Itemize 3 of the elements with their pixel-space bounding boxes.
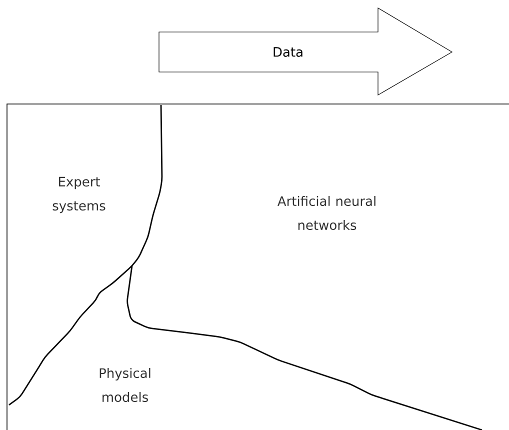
region-label: Expert systems	[52, 176, 106, 214]
region-label: Artificial neural networks	[278, 196, 376, 230]
region-label: Physical models	[100, 368, 150, 402]
